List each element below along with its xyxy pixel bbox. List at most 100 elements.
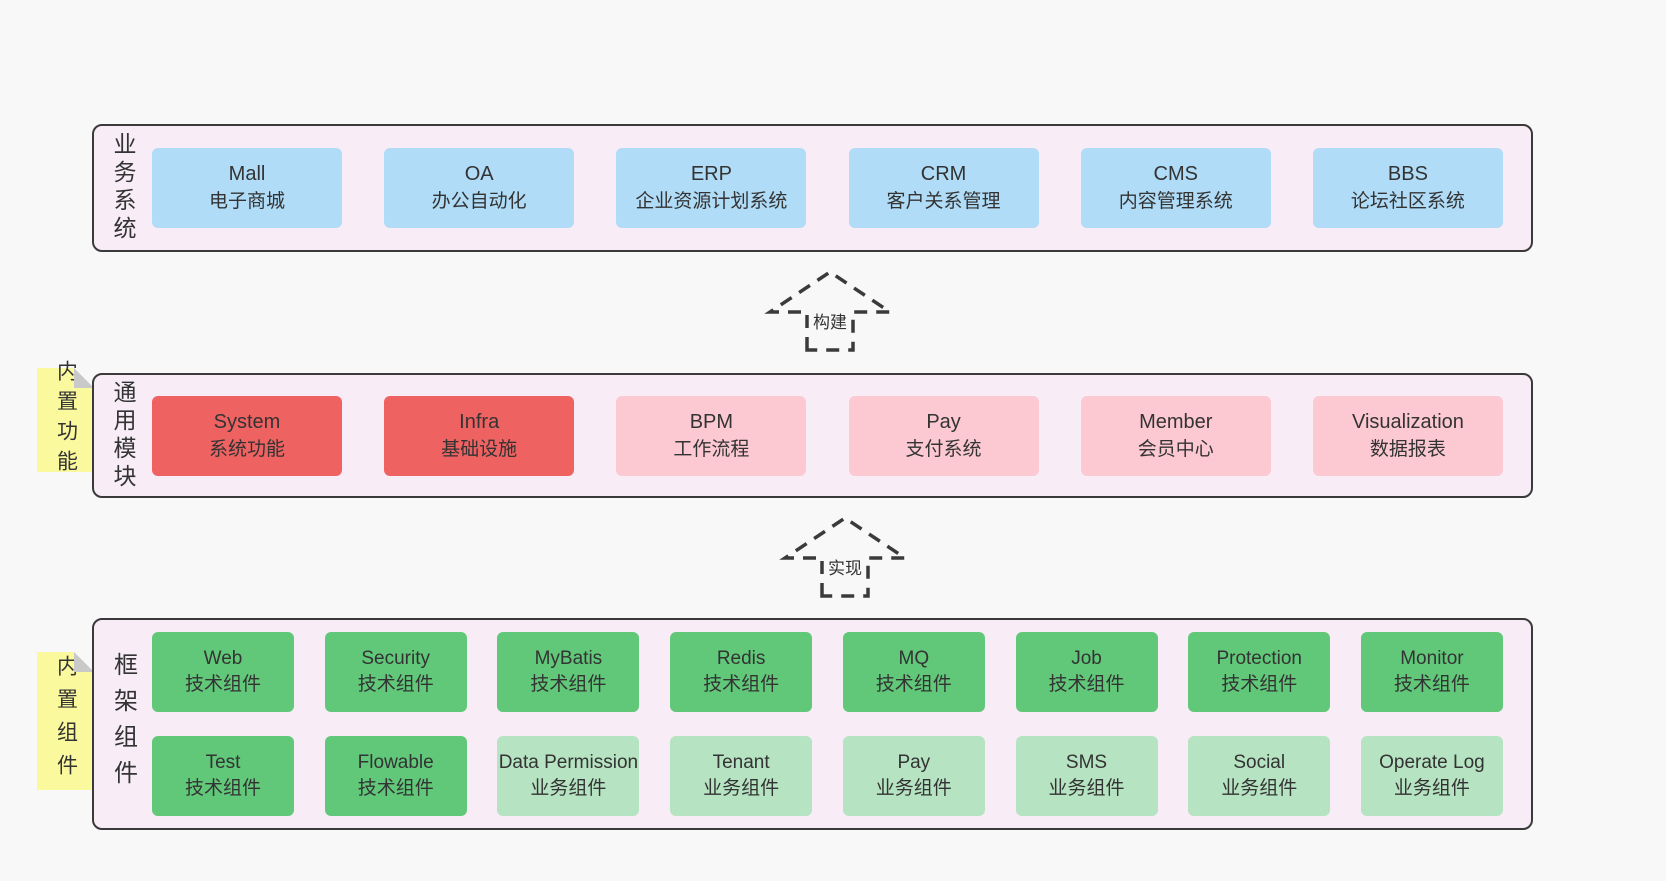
- layer-label: 通用模块: [94, 375, 152, 496]
- box-title: Member: [1139, 410, 1213, 433]
- implement-arrow: 实现: [775, 514, 915, 598]
- arrow-dashed-outline: [764, 269, 896, 352]
- box-title: Redis: [716, 648, 766, 669]
- modules-box-pay: Pay 支付系统: [848, 395, 1039, 476]
- layer-rows: System 系统功能 Infra 基础设施 BPM 工作流程 Pay 支付系统 Member 会…: [152, 375, 1531, 496]
- box-subtitle: 业务组件: [530, 778, 607, 799]
- layer-label-text: 业务系统: [110, 132, 136, 244]
- sticky-note-built-in-features: 内置功能: [37, 360, 94, 480]
- box-subtitle: 论坛社区系统: [1350, 191, 1465, 212]
- box-subtitle: 技术组件: [530, 674, 607, 695]
- layer-label: 框架组件: [94, 620, 152, 828]
- modules-box-infra: Infra 基础设施: [384, 395, 575, 476]
- box-title: Operate Log: [1379, 752, 1485, 773]
- box-subtitle: 业务组件: [703, 778, 780, 799]
- note-text: 内置组件: [54, 655, 78, 787]
- build-arrow: 构建: [760, 268, 900, 352]
- note-text: 内置功能: [54, 360, 78, 480]
- box-subtitle: 业务组件: [875, 778, 952, 799]
- business-box-oa: OA 办公自动化: [384, 148, 575, 228]
- box-row: System 系统功能 Infra 基础设施 BPM 工作流程 Pay 支付系统 Member 会…: [152, 395, 1503, 476]
- box-title: Web: [203, 648, 243, 669]
- box-title: Flowable: [357, 752, 434, 773]
- box-title: SMS: [1065, 752, 1108, 773]
- components-box-security: Security 技术组件: [324, 632, 467, 712]
- components-box-tenant: Tenant 业务组件: [670, 736, 813, 816]
- box-subtitle: 技术组件: [1221, 674, 1298, 695]
- box-title: Pay: [926, 410, 961, 433]
- modules-box-bpm: BPM 工作流程: [616, 395, 807, 476]
- box-subtitle: 支付系统: [905, 438, 982, 460]
- box-title: BPM: [689, 410, 734, 433]
- components-box-protection: Protection 技术组件: [1188, 632, 1331, 712]
- box-title: BBS: [1387, 163, 1428, 185]
- business-box-crm: CRM 客户关系管理: [848, 148, 1039, 228]
- box-subtitle: 技术组件: [1393, 674, 1470, 695]
- box-subtitle: 业务组件: [1393, 778, 1470, 799]
- components-box-pay: Pay 业务组件: [842, 736, 985, 816]
- box-subtitle: 基础设施: [441, 438, 518, 460]
- box-title: Monitor: [1400, 648, 1464, 669]
- box-title: Mall: [228, 163, 266, 185]
- components-box-data-permission: Data Permission 业务组件: [497, 736, 640, 816]
- modules-box-member: Member 会员中心: [1080, 395, 1271, 476]
- box-title: System: [213, 410, 281, 433]
- box-title: OA: [464, 163, 494, 185]
- components-box-job: Job 技术组件: [1015, 632, 1158, 712]
- business-box-cms: CMS 内容管理系统: [1080, 148, 1271, 228]
- arrow-label: 构建: [813, 313, 847, 332]
- box-title: Test: [205, 752, 241, 773]
- box-subtitle: 业务组件: [1048, 778, 1125, 799]
- box-subtitle: 企业资源计划系统: [635, 191, 788, 212]
- box-subtitle: 技术组件: [184, 674, 261, 695]
- box-subtitle: 数据报表: [1369, 438, 1446, 460]
- box-title: MQ: [898, 648, 930, 669]
- box-subtitle: 会员中心: [1137, 438, 1214, 460]
- layer-label: 业务系统: [94, 126, 152, 250]
- box-subtitle: 技术组件: [184, 778, 261, 799]
- box-title: Job: [1071, 648, 1102, 669]
- components-box-sms: SMS 业务组件: [1015, 736, 1158, 816]
- business-box-bbs: BBS 论坛社区系统: [1312, 148, 1503, 228]
- box-subtitle: 内容管理系统: [1118, 191, 1233, 212]
- arrow-dashed-outline: [779, 515, 911, 598]
- box-title: CRM: [920, 163, 967, 185]
- box-subtitle: 工作流程: [673, 438, 750, 460]
- box-title: CMS: [1153, 163, 1198, 185]
- box-title: Protection: [1216, 648, 1302, 669]
- components-box-operate-log: Operate Log 业务组件: [1360, 736, 1503, 816]
- components-box-redis: Redis 技术组件: [670, 632, 813, 712]
- box-subtitle: 技术组件: [703, 674, 780, 695]
- components-box-test: Test 技术组件: [152, 736, 294, 816]
- business-box-erp: ERP 企业资源计划系统: [616, 148, 807, 228]
- box-title: Data Permission: [498, 752, 639, 773]
- components-box-web: Web 技术组件: [152, 632, 294, 712]
- layer-common-modules: 通用模块 System 系统功能 Infra 基础设施 BPM 工作流程 Pay 支付系统 Me…: [92, 373, 1533, 498]
- box-title: Infra: [459, 410, 500, 433]
- components-box-flowable: Flowable 技术组件: [324, 736, 467, 816]
- box-subtitle: 技术组件: [1048, 674, 1125, 695]
- box-title: Security: [361, 648, 431, 669]
- box-subtitle: 系统功能: [208, 438, 285, 460]
- layer-label-text: 框架组件: [109, 652, 137, 796]
- box-subtitle: 办公自动化: [431, 191, 527, 212]
- box-title: Tenant: [712, 752, 770, 773]
- box-subtitle: 技术组件: [357, 674, 434, 695]
- box-title: ERP: [690, 163, 732, 185]
- box-title: Visualization: [1351, 410, 1464, 433]
- components-box-mybatis: MyBatis 技术组件: [497, 632, 640, 712]
- box-title: Social: [1233, 752, 1286, 773]
- box-title: Pay: [897, 752, 931, 773]
- box-subtitle: 技术组件: [357, 778, 434, 799]
- sticky-note-built-in-components: 内置组件: [37, 652, 94, 790]
- box-subtitle: 客户关系管理: [886, 191, 1001, 212]
- box-title: MyBatis: [534, 648, 603, 669]
